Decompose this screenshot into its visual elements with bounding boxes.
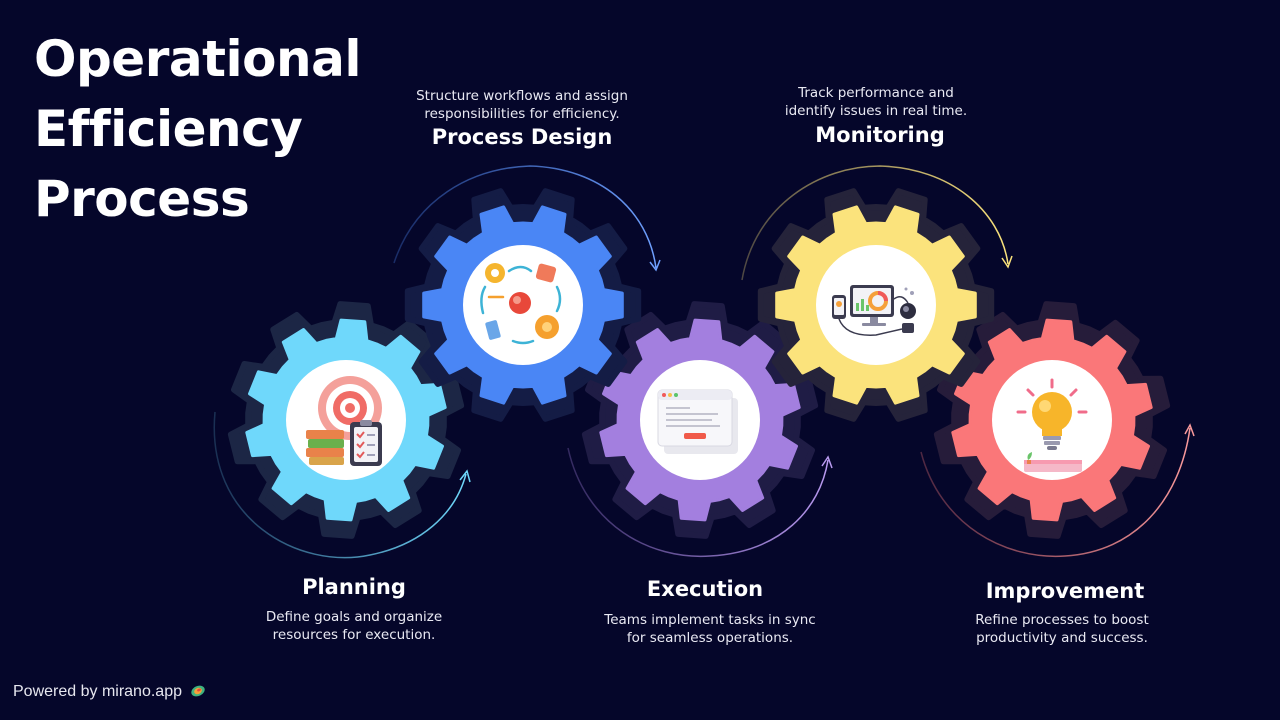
arc-monitoring-arrowhead [1001,255,1013,269]
arc-planning-arrowhead [459,469,471,483]
main-title-line-2: Efficiency [34,100,303,158]
powered-by-text: Powered by mirano.app [13,683,182,700]
arc-process-design [393,165,657,269]
step-desc-process-design-line-2: responsibilities for efficiency. [424,106,620,122]
step-title-process-design: Process Design [431,125,613,149]
arc-improvement [920,427,1191,558]
step-desc-improvement-line-2: productivity and success. [976,630,1148,646]
main-title: Operational Efficiency Process [34,24,434,234]
lightbulb-icon [992,360,1112,480]
powered-by-footer[interactable]: Powered by mirano.app [13,683,206,701]
step-desc-planning: Define goals and organize resources for … [266,608,442,644]
step-desc-monitoring-line-1: Track performance and [798,85,954,101]
step-desc-improvement: Refine processes to boost productivity a… [975,611,1149,647]
arc-process-design-arrowhead [649,259,661,272]
step-desc-process-design-line-1: Structure workflows and assign [416,88,628,104]
arc-monitoring [741,165,1009,281]
step-desc-improvement-line-1: Refine processes to boost [975,612,1149,628]
step-desc-execution: Teams implement tasks in sync for seamle… [604,611,815,647]
icons-layer [286,245,1112,480]
workflow-cycle-icon [463,245,583,365]
target-books-checklist-icon [286,360,406,480]
main-title-line-3: Process [34,170,250,228]
arc-improvement-arrowhead [1184,423,1195,437]
step-title-improvement: Improvement [985,579,1145,603]
dashboard-devices-icon [816,245,936,365]
arc-execution-arrowhead [821,455,833,469]
step-desc-monitoring-line-2: identify issues in real time. [784,103,968,119]
step-desc-execution-line-1: Teams implement tasks in sync [604,612,816,628]
step-title-planning: Planning [302,575,406,599]
orbit-arcs [213,165,1195,559]
step-desc-planning-line-2: resources for execution. [272,627,436,643]
arc-execution [567,447,829,558]
step-desc-monitoring: Track performance and identify issues in… [785,84,967,120]
step-title-monitoring: Monitoring [815,123,945,147]
step-desc-planning-line-1: Define goals and organize [265,609,443,625]
step-title-execution: Execution [646,577,764,601]
step-desc-process-design: Structure workflows and assign responsib… [416,87,628,123]
step-desc-execution-line-2: for seamless operations. [626,630,794,646]
mirano-logo-icon [191,685,206,697]
arc-planning [213,411,467,559]
browser-window-icon [640,360,760,480]
main-title-line-1: Operational [34,30,361,88]
